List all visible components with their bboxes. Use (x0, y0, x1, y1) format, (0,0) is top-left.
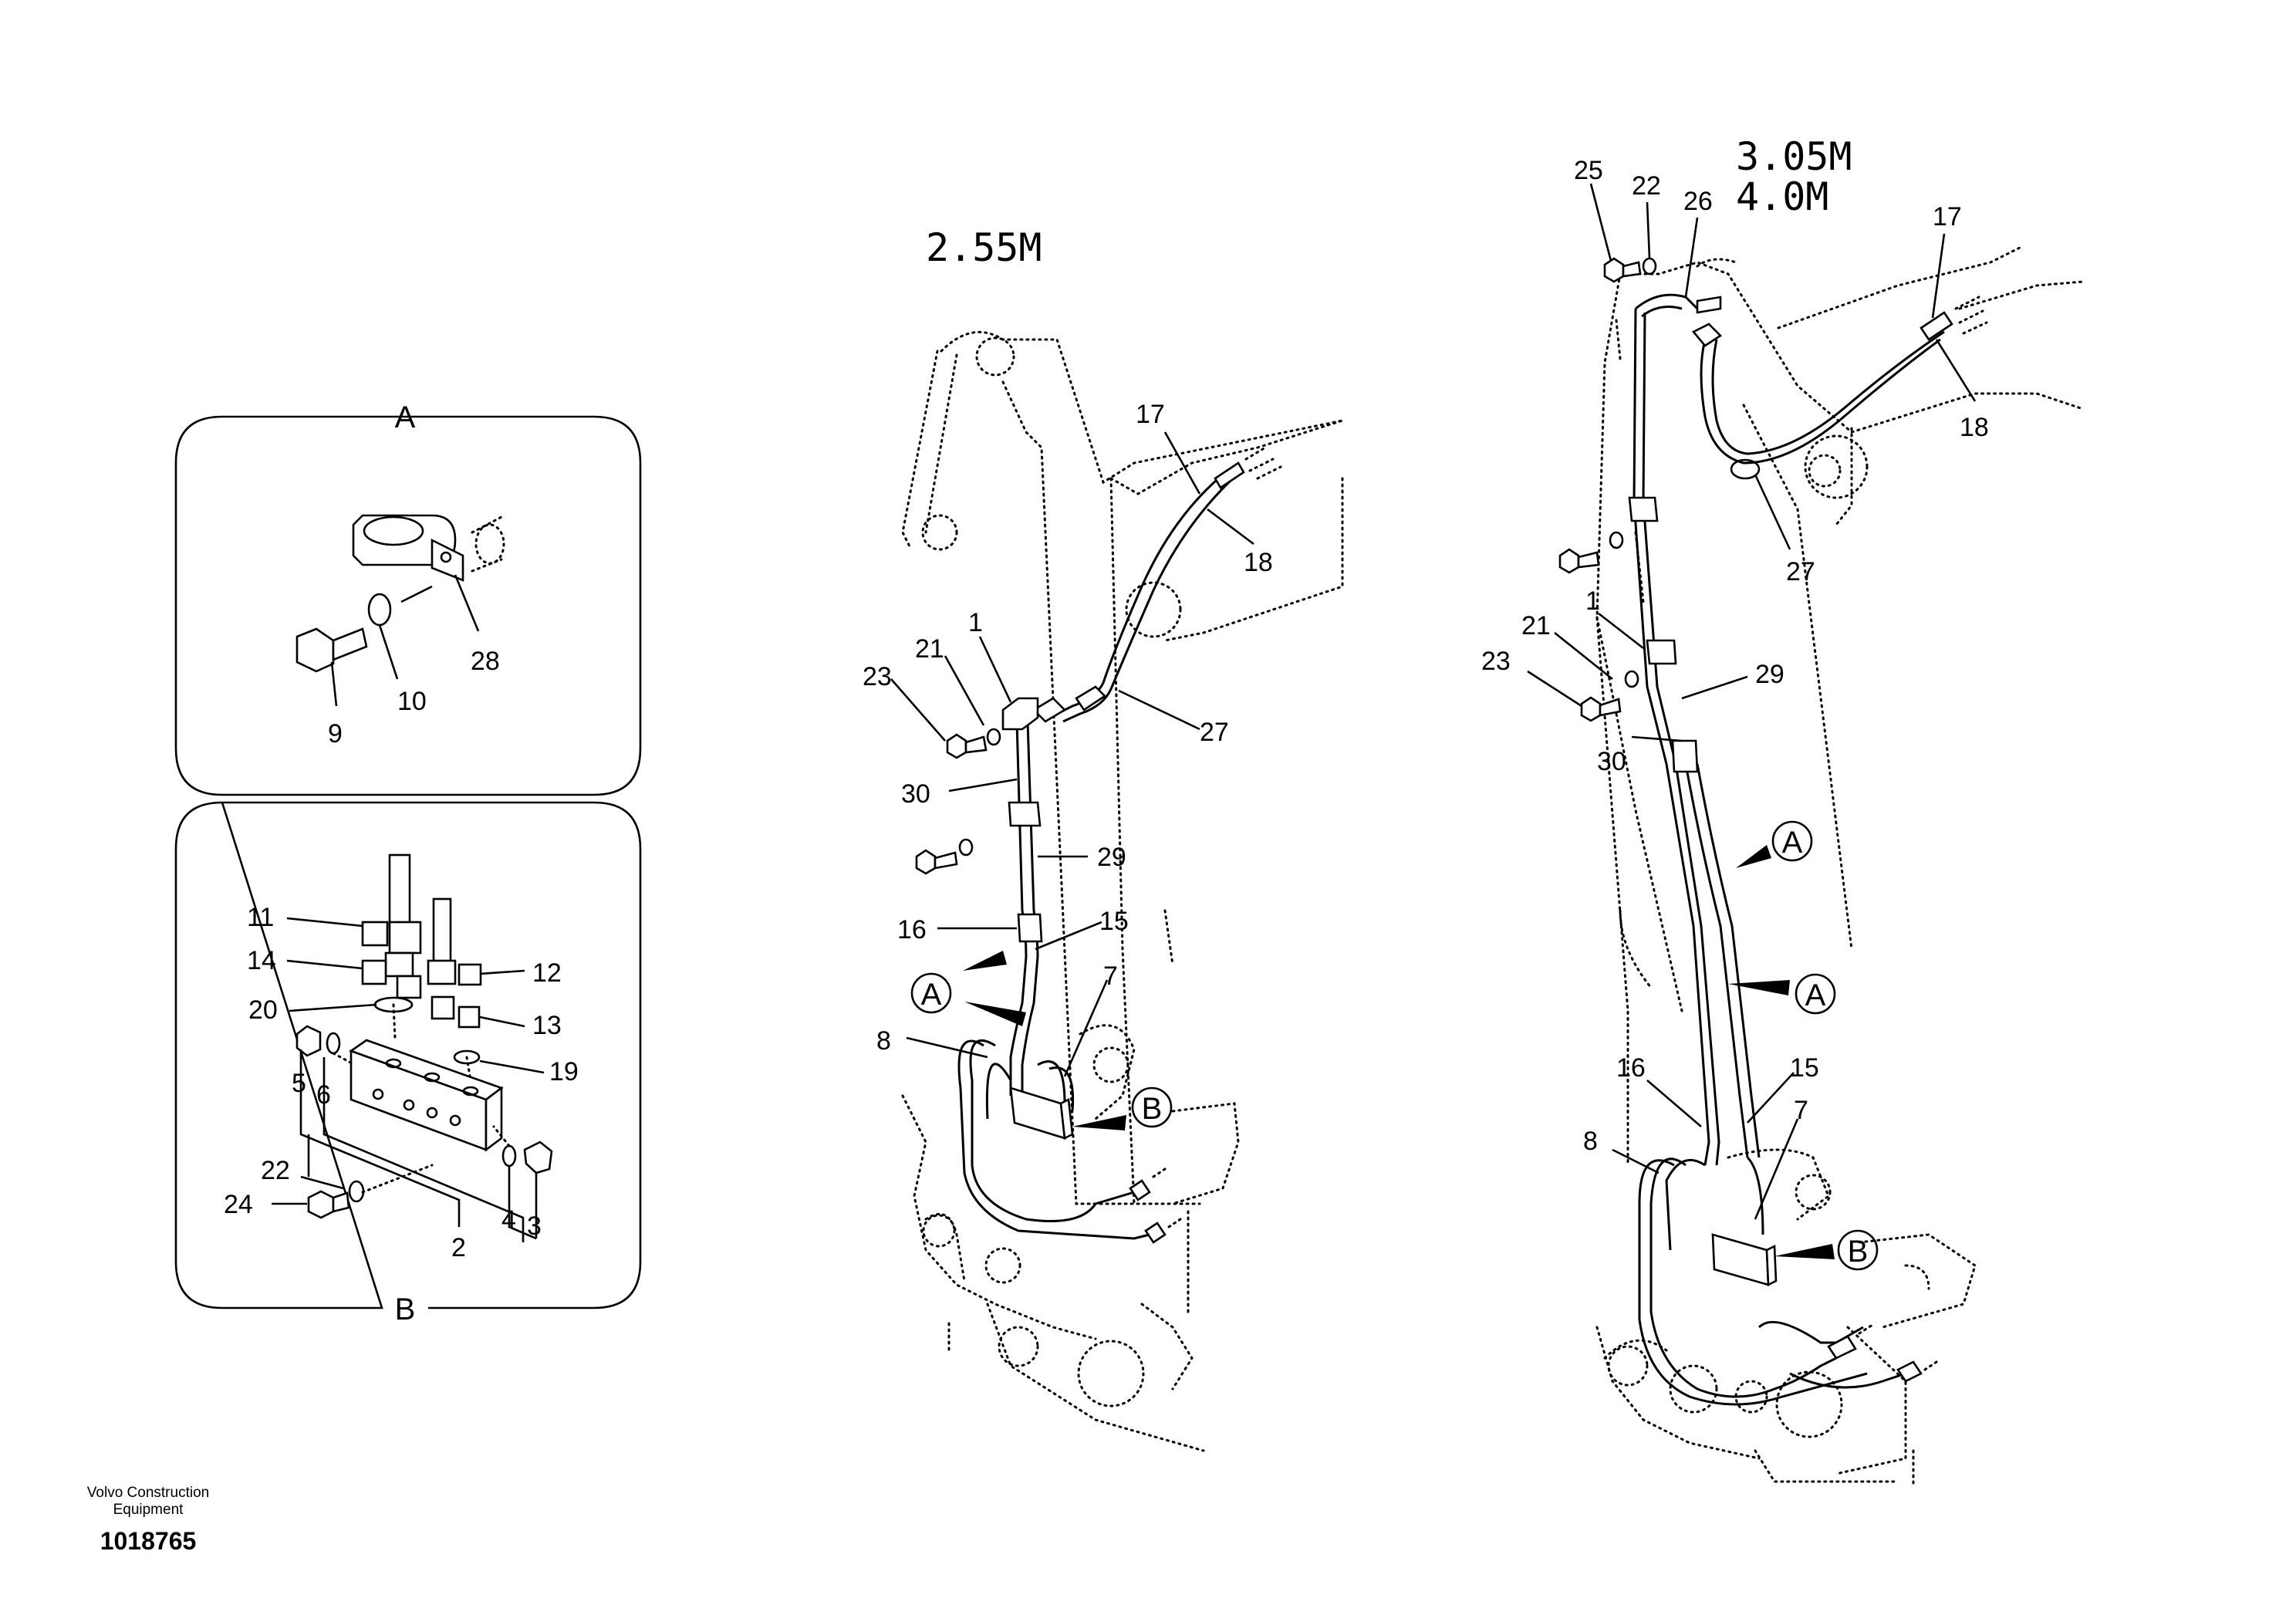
fitting-14 (361, 959, 387, 985)
variant-title-2-55m: 2.55M (926, 225, 1042, 270)
pipe-lower (432, 897, 452, 966)
label-6: 6 (316, 1080, 331, 1110)
label-23-right: 23 (1481, 647, 1511, 676)
fitting-13 (458, 1005, 481, 1029)
label-9: 9 (328, 719, 343, 748)
washer-part (367, 593, 392, 627)
label-30-left: 30 (901, 779, 930, 809)
label-3: 3 (527, 1211, 542, 1241)
bolt-part (295, 627, 368, 673)
callout-a-right-upper: A (1782, 826, 1803, 860)
panel-b-letter: B (395, 1293, 416, 1326)
label-20: 20 (248, 995, 278, 1025)
label-11: 11 (247, 903, 274, 932)
manifold-block-left (1009, 1086, 1066, 1140)
manifold-block (349, 1039, 504, 1152)
label-16-right: 16 (1616, 1053, 1646, 1083)
fitting-11 (388, 921, 422, 955)
label-21-right: 21 (1521, 611, 1551, 640)
plug-20 (295, 1025, 322, 1057)
label-23-left: 23 (863, 662, 892, 691)
label-8-right: 8 (1583, 1127, 1598, 1156)
variant-title-4-0m: 4.0M (1736, 174, 1828, 219)
label-2: 2 (451, 1233, 466, 1262)
footer: Volvo Construction Equipment 1018765 (87, 1485, 209, 1555)
label-19: 19 (549, 1057, 579, 1086)
brand-line-2: Equipment (113, 1502, 184, 1518)
label-24: 24 (224, 1190, 253, 1219)
label-26-right: 26 (1683, 187, 1713, 216)
pipe-upper (388, 853, 411, 930)
label-7-right: 7 (1794, 1096, 1808, 1125)
label-15-left: 15 (1099, 907, 1129, 936)
label-29-right: 29 (1755, 660, 1784, 689)
brand-line-1: Volvo Construction (87, 1485, 209, 1501)
label-25-right: 25 (1574, 156, 1603, 185)
arm-assembly-2-55m: 2.55M (863, 225, 1344, 1452)
label-27-right: 27 (1786, 557, 1815, 586)
label-1-left: 1 (968, 608, 983, 637)
label-13: 13 (532, 1011, 562, 1040)
label-18-left: 18 (1244, 548, 1273, 577)
fitting-12 (458, 963, 482, 986)
label-17-right: 17 (1933, 202, 1962, 231)
label-29-left: 29 (1097, 843, 1126, 872)
manifold-block-right (1711, 1233, 1770, 1286)
detail-panel-a: A 28 10 9 (174, 400, 642, 796)
arm-assembly-3-05m-4-0m: 3.05M 4.0M (1481, 134, 2085, 1487)
label-1-right: 1 (1585, 586, 1600, 616)
label-12: 12 (532, 958, 562, 988)
label-4: 4 (501, 1205, 516, 1235)
label-5: 5 (292, 1069, 306, 1098)
callout-a-right-lower: A (1805, 978, 1826, 1012)
callout-a-left: A (921, 978, 942, 1012)
callout-b-left: B (1142, 1092, 1163, 1126)
label-16-left: 16 (897, 915, 927, 944)
label-15-right: 15 (1790, 1053, 1819, 1083)
panel-a-letter: A (395, 400, 416, 434)
label-27-left: 27 (1200, 718, 1229, 747)
callout-b-right: B (1848, 1235, 1869, 1269)
document-number: 1018765 (100, 1527, 197, 1555)
label-18-right: 18 (1960, 413, 1989, 442)
clamp-part (352, 514, 505, 582)
label-21-left: 21 (915, 634, 944, 664)
label-14: 14 (247, 946, 276, 975)
label-22: 22 (261, 1156, 290, 1185)
detail-panel-b: B (174, 801, 642, 1326)
label-22-right: 22 (1632, 171, 1661, 201)
label-7-left: 7 (1103, 961, 1118, 991)
variant-title-3-05m: 3.05M (1736, 134, 1852, 179)
label-10: 10 (397, 687, 427, 716)
label-28: 28 (471, 647, 500, 676)
label-8-left: 8 (876, 1026, 891, 1056)
label-30-right: 30 (1597, 747, 1626, 776)
label-17-left: 17 (1136, 400, 1165, 429)
